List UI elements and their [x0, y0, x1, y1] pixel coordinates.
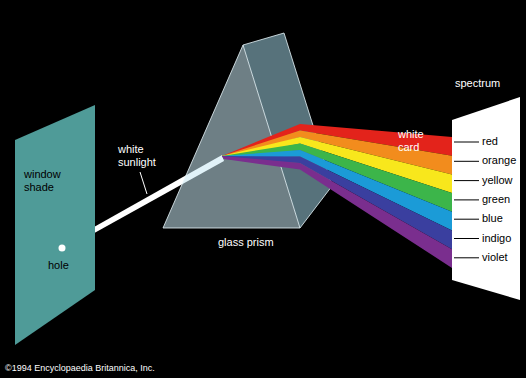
shape-outline [10, 98, 100, 350]
color-label: violet [482, 251, 508, 264]
color-label: red [482, 135, 498, 148]
color-label: green [482, 193, 510, 206]
color-label: blue [482, 212, 503, 225]
hole-dot [59, 245, 66, 252]
tick-line [454, 238, 479, 239]
color-label: yellow [482, 174, 513, 187]
color-label: orange [482, 154, 516, 167]
card-label: white card [398, 128, 440, 154]
beam-label: white sunlight [118, 143, 166, 169]
tick-line [454, 161, 479, 162]
tick-line [454, 257, 479, 258]
shape-fill [452, 97, 520, 300]
tick-line [454, 142, 479, 143]
spectrum-heading: spectrum [455, 77, 500, 90]
leader-line [140, 172, 147, 194]
tick-line [454, 199, 479, 200]
prism-label: glass prism [218, 236, 274, 249]
spectrum-band [222, 156, 452, 268]
shade-label: window shade [24, 168, 79, 194]
shape-fill [15, 105, 95, 345]
white-card: spectrum red orange yellow green blue indigo vi… [440, 75, 526, 315]
color-label: indigo [482, 232, 511, 245]
tick-line [454, 219, 479, 220]
tick-line [454, 180, 479, 181]
window-shade: window shade hole [10, 98, 100, 350]
copyright-note: ©1994 Encyclopaedia Britannica, Inc. [5, 362, 155, 375]
shade-label: hole [48, 259, 69, 272]
